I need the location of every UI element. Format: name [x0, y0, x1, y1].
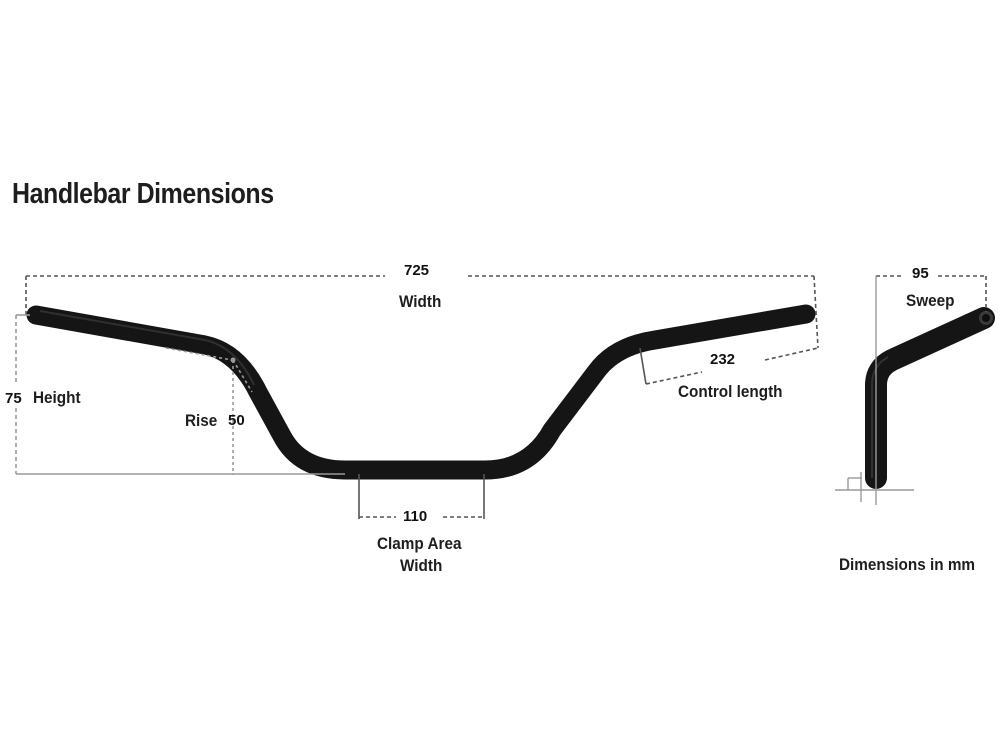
page-title: Handlebar Dimensions: [12, 178, 274, 210]
sweep-label: Sweep: [906, 291, 955, 310]
clamp-area-label-line2: Width: [400, 556, 443, 575]
control-length-value: 232: [710, 351, 736, 368]
height-dimension-line: [15, 314, 345, 475]
clamp-area-label-line1: Clamp Area: [377, 534, 462, 553]
rise-dimension-line: [165, 347, 253, 475]
rise-value: 50: [228, 412, 245, 429]
control-length-label: Control length: [678, 382, 783, 401]
sweep-dimension-line: [876, 275, 987, 312]
handlebar-side-view: [865, 307, 995, 489]
clamp-area-value: 110: [403, 508, 428, 525]
width-value: 725: [404, 262, 430, 279]
height-label: Height: [33, 388, 81, 407]
rise-label: Rise: [185, 411, 218, 430]
sweep-value: 95: [912, 265, 929, 282]
height-value: 75: [5, 390, 22, 407]
units-note: Dimensions in mm: [839, 555, 976, 574]
handlebar-front-view: [26, 304, 816, 480]
side-view-guide-lines: [835, 276, 914, 505]
width-dimension-line: [25, 275, 819, 349]
control-length-dimension-line: [639, 347, 819, 385]
clamp-area-dimension-line: [358, 474, 485, 519]
width-label: Width: [399, 292, 442, 311]
